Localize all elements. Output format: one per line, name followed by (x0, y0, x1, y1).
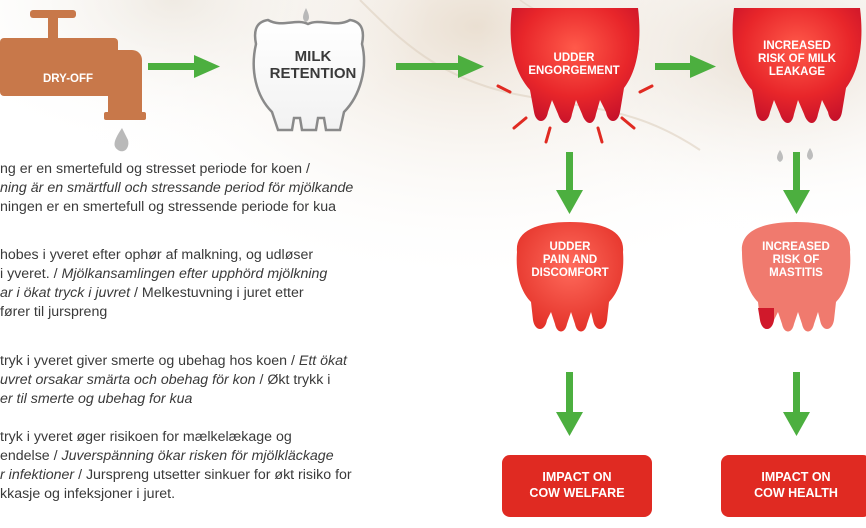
arrow-retention-to-engorgement (396, 55, 484, 78)
faucet-icon (0, 10, 146, 152)
text: ningen er en smertefull og stressende pe… (0, 199, 336, 215)
text: endelse / (0, 448, 62, 464)
arrow-mastitis-to-health (783, 372, 810, 436)
udder-icon (732, 8, 862, 162)
italic-text: er til smerte og ubehag for kua (0, 391, 193, 407)
droplet-icon (114, 128, 129, 152)
step-udder-engorgement-label: UDDER ENGORGEMENT (528, 52, 620, 78)
text: / Melkestuvning i juret etter (130, 285, 304, 301)
udder-icon (496, 8, 654, 144)
paragraph-line: tryk i yveret giver smerte og ubehag hos… (0, 352, 347, 371)
pain-rays (496, 84, 654, 144)
paragraph-line: uvret orsakar smärta och obehag för kon … (0, 371, 347, 390)
text: / Økt trykk i (255, 372, 331, 388)
paragraph-pain: tryk i yveret giver smerte og ubehag hos… (0, 352, 347, 409)
text: i yveret. / (0, 266, 62, 282)
paragraph-line: kkasje og infeksjoner i juret. (0, 485, 352, 504)
text: fører til jurspreng (0, 304, 108, 320)
outcome-cow-welfare: IMPACT ON COW WELFARE (502, 455, 652, 517)
arrow-dryoff-to-retention (148, 55, 220, 78)
paragraph-line: hobes i yveret efter ophør af malkning, … (0, 246, 327, 265)
paragraph-line: tryk i yveret øger risikoen for mælkelæk… (0, 428, 352, 447)
paragraph-leakage: tryk i yveret øger risikoen for mælkelæk… (0, 428, 352, 504)
paragraph-line: er til smerte og ubehag for kua (0, 390, 347, 409)
udder-icon (516, 222, 624, 332)
arrow-leakage-to-mastitis (783, 152, 810, 214)
step-udder-pain-label: UDDER PAIN AND DISCOMFORT (531, 241, 609, 280)
italic-text: Mjölkansamlingen efter upphörd mjölkning (61, 266, 328, 282)
paragraph-dry-off: ng er en smertefuld og stresset periode … (0, 160, 353, 217)
droplet-icon (807, 148, 813, 160)
outcome-cow-health: IMPACT ON COW HEALTH (721, 455, 866, 517)
paragraph-line: ning är en smärtfull och stressande peri… (0, 179, 353, 198)
text: hobes i yveret efter ophør af malkning, … (0, 247, 314, 263)
text: kkasje og infeksjoner i juret. (0, 486, 176, 502)
step-increased-mastitis-label: INCREASED RISK OF MASTITIS (762, 241, 830, 280)
arrow-engorgement-to-pain (556, 152, 583, 214)
text: tryk i yveret øger risikoen for mælkelæk… (0, 429, 292, 445)
milk-bucket-icon (252, 8, 366, 132)
paragraph-line: endelse / Juverspänning ökar risken för … (0, 447, 352, 466)
italic-text: r infektioner (0, 467, 75, 483)
infected-teat (758, 308, 774, 329)
text: ng er en smertefuld og stresset periode … (0, 161, 310, 177)
arrow-pain-to-welfare (556, 372, 583, 436)
step-increased-leakage-label: INCREASED RISK OF MILK LEAKAGE (758, 40, 836, 79)
italic-text: Juverspänning ökar risken för mjölkläcka… (61, 448, 334, 464)
paragraph-line: ng er en smertefuld og stresset periode … (0, 160, 353, 179)
text: / Jurspreng utsetter sinkuer for økt ris… (74, 467, 352, 483)
paragraph-line: r infektioner / Jurspreng utsetter sinku… (0, 466, 352, 485)
italic-text: uvret orsakar smärta och obehag för kon (0, 372, 256, 388)
step-milk-retention-label: MILK RETENTION (269, 48, 357, 83)
paragraph-line: i yveret. / Mjölkansamlingen efter upphö… (0, 265, 327, 284)
paragraph-line: ar i ökat tryck i juvret / Melkestuvning… (0, 284, 327, 303)
udder-icon (741, 222, 851, 332)
italic-text: ning är en smärtfull och stressande peri… (0, 180, 354, 196)
italic-text: ar i ökat tryck i juvret (0, 285, 131, 301)
droplet-icon (777, 150, 783, 162)
step-dry-off-label: DRY-OFF (42, 73, 94, 85)
arrow-engorgement-to-leakage (655, 55, 716, 78)
text: tryk i yveret giver smerte og ubehag hos… (0, 353, 299, 369)
italic-text: Ett ökat (298, 353, 347, 369)
paragraph-line: ningen er en smertefull og stressende pe… (0, 198, 353, 217)
paragraph-line: fører til jurspreng (0, 303, 327, 322)
paragraph-milk-retention: hobes i yveret efter ophør af malkning, … (0, 246, 327, 322)
